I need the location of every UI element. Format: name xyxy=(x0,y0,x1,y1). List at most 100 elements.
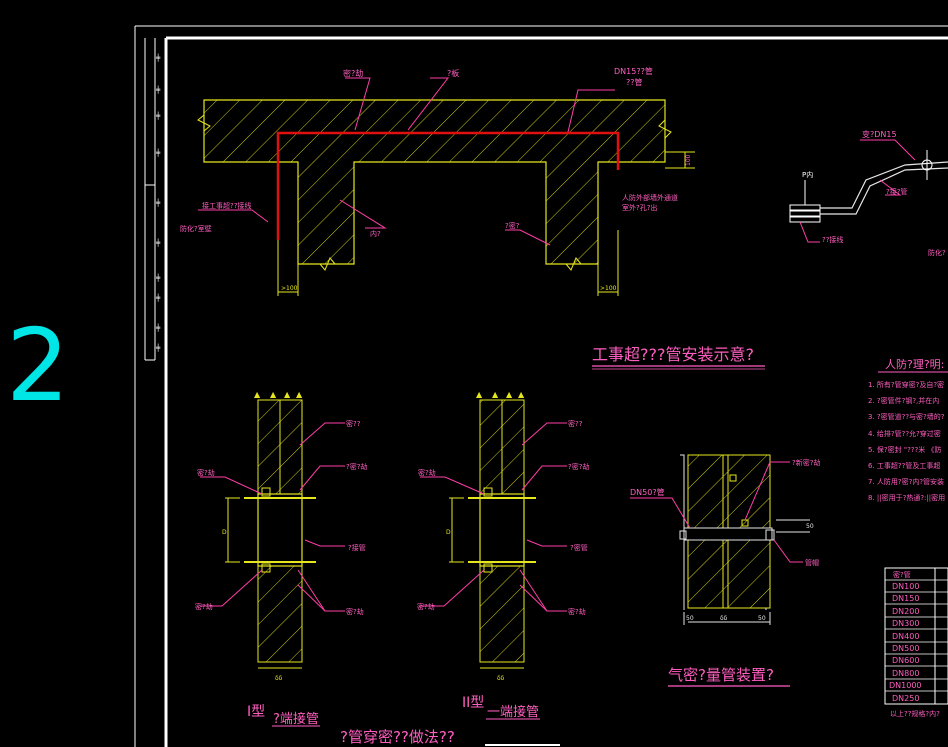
note-item: 1. 所有?管穿密?及自?密 xyxy=(868,380,944,389)
note-item: 4. 给排?管??允?穿过密 xyxy=(868,429,941,438)
table-cell: DN250 xyxy=(892,694,919,703)
note-item: 7. 人防用?密?内?管安装 xyxy=(868,477,944,486)
svg-text:╪: ╪ xyxy=(155,343,161,352)
type1-label-ring-r: ?密?劫 xyxy=(346,462,367,471)
airtight-label-cap: 管帽 xyxy=(805,558,819,567)
type2-label-ring-r: ?密?劫 xyxy=(568,462,589,471)
note-item: 5. 保?密封 "???米 《防 xyxy=(868,445,941,454)
type1-label-wall: 密?? xyxy=(346,419,361,428)
type2-labels: 密?劫 密?? ?密?劫 ?密管 密?劫 密?劫 D δδ II型 一端接管 xyxy=(417,419,589,720)
table-header: 密?管 xyxy=(893,570,911,579)
frame-titleblock-ticks: ╪ ╪ ╪ ╪ ╪ ╪ ╪ ╪ ╪ ╪ xyxy=(155,53,161,352)
svg-text:▲: ▲ xyxy=(254,390,261,399)
svg-text:╪: ╪ xyxy=(155,273,161,282)
right-valve-detail xyxy=(789,139,948,243)
type2-dim-d: D xyxy=(446,529,451,536)
svg-text:▲: ▲ xyxy=(284,390,291,399)
type1-dim-d: D xyxy=(222,529,227,536)
table-cell: DN800 xyxy=(892,669,919,678)
airtight-labels: DN50?管 ?新密?劫 管帽 50 50 δδ 50 气密?量管装置? xyxy=(630,458,820,684)
note-item: 6. 工事超??管及工事超 xyxy=(868,461,940,470)
airtight-dim-l: 50 xyxy=(686,615,694,622)
label-base: ??接线 xyxy=(822,235,843,244)
airtight-label-dn50: DN50?管 xyxy=(630,487,665,497)
label-slab: ?板 xyxy=(447,68,459,78)
label-pipe-conduit: 接工事超??接线 xyxy=(202,201,251,210)
airtight-dim-m: δδ xyxy=(720,615,728,622)
type1-label-seal-a: 密?劫 xyxy=(197,468,215,477)
label-seal-wall: ?密? xyxy=(505,221,520,230)
svg-text:▲: ▲ xyxy=(506,390,513,399)
type1-caption-a: I型 xyxy=(247,704,265,720)
right-detail-labels: 变?DN15 P内 ?接?管 ??接线 防化? xyxy=(802,129,946,257)
label-inner: 内? xyxy=(370,229,381,238)
svg-text:▲: ▲ xyxy=(476,390,483,399)
bottom-title: ?管穿密??做法?? xyxy=(340,728,455,746)
label-anticorr: 防化? xyxy=(928,248,946,257)
type2-dim-bottom: δδ xyxy=(497,675,505,682)
type1-label-seal-b: 密?劫 xyxy=(195,602,213,611)
table-cell: DN1000 xyxy=(889,681,922,690)
airtight-dim-r: 50 xyxy=(758,615,766,622)
type1-dim-bottom: δδ xyxy=(275,675,283,682)
label-dn15-pipe-2: ??管 xyxy=(626,77,643,87)
label-dim-left: >100 xyxy=(281,285,298,292)
type2-label-seal-a: 密?劫 xyxy=(418,468,436,477)
pipe-size-table xyxy=(884,567,948,705)
type1-label-seal-right: 密?劫 xyxy=(346,607,364,616)
table-cell: DN100 xyxy=(892,582,919,591)
type1-labels: 密?劫 密?? ?密?劫 ?接管 密?劫 密?劫 D δδ I型 ?端接管 xyxy=(195,419,367,727)
notes-block: 人防?理?明: 1. 所有?管穿密?及自?密 2. ?密管件?钢?,并在内 3.… xyxy=(868,357,948,502)
type2-caption-a: II型 xyxy=(462,695,484,711)
top-detail-labels: 密?劫 ?板 DN15??管 ??管 人防外部墙外通道 室外?孔?出 接工事超?… xyxy=(180,66,692,292)
table-cell: DN600 xyxy=(892,656,919,665)
svg-text:╪: ╪ xyxy=(155,238,161,247)
sheet-number: 2 xyxy=(6,307,70,424)
detail-title-main: 工事超???管安装示意? xyxy=(592,345,754,364)
table-cell: DN150 xyxy=(892,594,919,603)
label-anticorrosion: 防化?室壁 xyxy=(180,224,212,233)
type2-label-seal-right: 密?劫 xyxy=(568,607,586,616)
note-item: 3. ?密管道??与密?墙的? xyxy=(868,412,945,421)
type1-wall-detail: ▲ ▲ ▲ ▲ xyxy=(200,390,345,669)
type2-wall-detail: ▲ ▲ ▲ ▲ xyxy=(420,390,567,669)
airtight-detail xyxy=(630,454,810,625)
label-dim-100: 100 xyxy=(685,154,692,166)
pipe-table-cells: 密?管 DN100 DN150 DN200 DN300 DN400 DN500 … xyxy=(889,570,940,718)
label-inner-p: P内 xyxy=(802,170,813,179)
type1-caption-b: ?端接管 xyxy=(273,711,319,727)
label-dim-right: >100 xyxy=(600,285,617,292)
notes-title: 人防?理?明: xyxy=(885,357,944,371)
svg-text:▲: ▲ xyxy=(296,390,303,399)
airtight-dim-50: 50 xyxy=(806,523,814,530)
svg-text:╪: ╪ xyxy=(155,111,161,120)
label-dn15-pipe: DN15??管 xyxy=(614,66,653,76)
note-item: 8. ||密用于?热通?:||密用 xyxy=(868,493,945,502)
drawing-frame xyxy=(134,25,948,747)
top-slab-detail xyxy=(197,77,695,296)
svg-text:╪: ╪ xyxy=(155,148,161,157)
label-ext-wall-note-2: 室外?孔?出 xyxy=(622,203,657,212)
table-cell: DN200 xyxy=(892,607,919,616)
type2-label-steel-pipe: ?密管 xyxy=(570,543,588,552)
svg-text:▲: ▲ xyxy=(492,390,499,399)
svg-text:╪: ╪ xyxy=(155,85,161,94)
type2-label-seal-b: 密?劫 xyxy=(417,602,435,611)
type2-label-wall: 密?? xyxy=(568,419,583,428)
svg-text:▲: ▲ xyxy=(270,390,277,399)
svg-text:╪: ╪ xyxy=(155,53,161,62)
table-footnote: 以上??规格?内? xyxy=(890,709,940,718)
table-cell: DN300 xyxy=(892,619,919,628)
svg-text:╪: ╪ xyxy=(155,293,161,302)
airtight-title: 气密?量管装置? xyxy=(668,666,774,684)
svg-text:▲: ▲ xyxy=(518,390,525,399)
note-item: 2. ?密管件?钢?,并在内 xyxy=(868,396,939,405)
table-cell: DN500 xyxy=(892,644,919,653)
table-cell: DN400 xyxy=(892,632,919,641)
label-dn15-right: 变?DN15 xyxy=(862,129,897,139)
svg-text:╪: ╪ xyxy=(155,323,161,332)
svg-text:╪: ╪ xyxy=(155,198,161,207)
label-seal-ring-top: 密?劫 xyxy=(343,68,363,78)
dn15-pipe xyxy=(276,131,620,240)
